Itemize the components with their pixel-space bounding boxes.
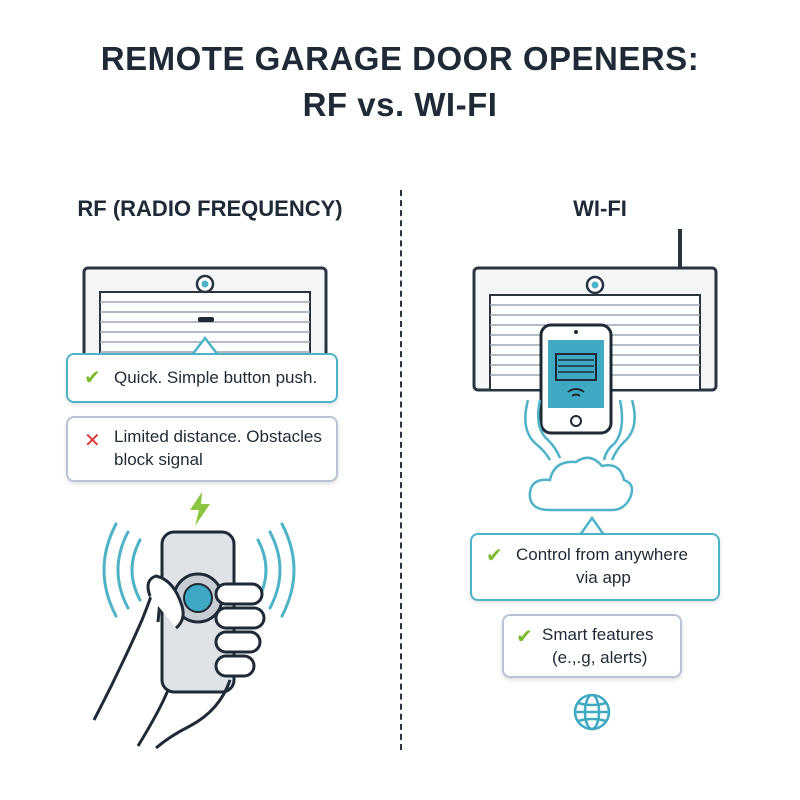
callout-pointer — [191, 335, 219, 356]
callout-pointer — [578, 515, 606, 536]
rf-column-heading: RF (RADIO FREQUENCY) — [77, 196, 343, 221]
check-icon: ✔ — [516, 626, 533, 648]
diagram-title-line2: RF vs. WI-FI — [302, 86, 498, 123]
rf-con-callout: ✕ Limited distance. Obstacles block sign… — [66, 416, 338, 482]
hand-holding-remote-illustration — [92, 522, 296, 750]
wifi-pro2-text-line2: (e.,.g, alerts) — [552, 648, 648, 667]
cross-icon: ✕ — [84, 430, 101, 452]
lightning-bolt-icon — [190, 492, 210, 526]
check-icon: ✔ — [84, 367, 101, 389]
wifi-pro-callout-2: ✔ Smart features (e.,.g, alerts) — [502, 614, 682, 678]
wifi-pro1-text-line2: via app — [576, 568, 631, 587]
check-icon: ✔ — [486, 545, 503, 567]
rf-garage-door-illustration — [82, 266, 328, 362]
wifi-pro-callout-1: ✔ Control from anywhere via app — [470, 533, 720, 601]
cloud-connection-icon — [524, 400, 636, 512]
rf-pro-text: Quick. Simple button push. — [114, 368, 318, 387]
smartphone-app-illustration — [539, 323, 613, 435]
wifi-pro2-text-line1: Smart features — [542, 625, 654, 644]
column-divider — [400, 190, 402, 750]
wifi-pro1-text-line1: Control from anywhere — [516, 545, 688, 564]
rf-pro-callout: ✔ Quick. Simple button push. — [66, 353, 338, 403]
rf-con-text-line1: Limited distance. Obstacles — [114, 427, 322, 446]
rf-con-text-line2: block signal — [114, 450, 203, 469]
globe-icon — [573, 693, 611, 731]
wifi-column-heading: WI-FI — [573, 196, 627, 221]
diagram-title-line1: REMOTE GARAGE DOOR OPENERS: — [100, 40, 700, 77]
